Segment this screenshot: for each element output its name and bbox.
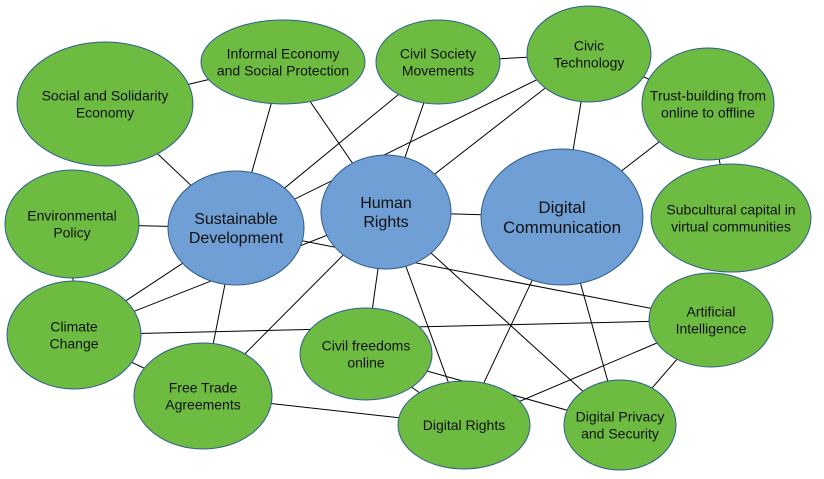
node-label-civil-freedoms-online: Civil freedoms: [322, 338, 411, 354]
node-label-subcultural-capital: virtual communities: [671, 218, 791, 234]
node-digital-rights: Digital Rights: [397, 380, 531, 470]
node-label-social-solidarity-economy: Economy: [76, 104, 134, 120]
node-shape-social-solidarity-economy: [16, 41, 194, 167]
node-label-digital-rights: Digital Rights: [423, 417, 505, 433]
node-label-civic-technology: Civic: [574, 38, 604, 54]
node-shape-digital-rights: [397, 380, 531, 470]
node-label-free-trade-agreements: Agreements: [165, 396, 240, 412]
node-label-social-solidarity-economy: Social and Solidarity: [42, 88, 169, 104]
node-shape-civil-freedoms-online: [299, 307, 433, 401]
node-label-human-rights: Human: [360, 195, 412, 212]
node-shape-environmental-policy: [4, 169, 140, 279]
edge-sustainable-development-to-artificial-intelligence: [235, 227, 712, 321]
node-shape-subcultural-capital: [650, 163, 812, 273]
node-label-climate-change: Change: [49, 335, 98, 351]
node-label-informal-economy: Informal Economy: [227, 46, 340, 62]
node-shape-trust-building: [641, 47, 775, 161]
node-label-trust-building: Trust-building from: [650, 88, 766, 104]
node-label-environmental-policy: Policy: [53, 224, 90, 240]
node-label-civic-technology: Technology: [554, 54, 625, 70]
node-shape-sustainable-development: [167, 170, 305, 286]
concept-nodes: SustainableDevelopmentHumanRightsDigital…: [4, 5, 812, 471]
node-label-sustainable-development: Sustainable: [194, 211, 278, 228]
node-shape-informal-economy: [200, 19, 366, 105]
node-label-free-trade-agreements: Free Trade: [169, 380, 238, 396]
node-label-environmental-policy: Environmental: [27, 208, 117, 224]
node-label-civil-society-movements: Movements: [402, 62, 474, 78]
node-label-artificial-intelligence: Artificial: [686, 304, 735, 320]
node-shape-human-rights: [320, 154, 452, 270]
node-label-civil-society-movements: Civil Society: [400, 46, 476, 62]
node-label-subcultural-capital: Subcultural capital in: [666, 202, 795, 218]
node-shape-free-trade-agreements: [133, 342, 273, 450]
node-shape-climate-change: [6, 280, 142, 390]
node-label-digital-privacy-security: Digital Privacy: [576, 409, 665, 425]
node-label-human-rights: Rights: [363, 214, 408, 231]
node-shape-civil-society-movements: [375, 19, 501, 105]
node-shape-digital-privacy-security: [563, 379, 677, 471]
node-label-informal-economy: and Social Protection: [217, 62, 349, 78]
node-label-civil-freedoms-online: online: [347, 354, 385, 370]
node-label-trust-building: online to offline: [661, 104, 755, 120]
node-label-sustainable-development: Development: [189, 230, 284, 247]
node-label-digital-communication: Communication: [503, 218, 621, 237]
node-label-artificial-intelligence: Intelligence: [676, 320, 747, 336]
node-shape-civic-technology: [526, 5, 652, 103]
node-label-climate-change: Climate: [50, 319, 98, 335]
node-label-digital-privacy-security: and Security: [581, 425, 659, 441]
node-shape-digital-communication: [480, 148, 644, 286]
node-label-digital-communication: Digital: [538, 198, 585, 217]
node-shape-artificial-intelligence: [648, 272, 774, 368]
